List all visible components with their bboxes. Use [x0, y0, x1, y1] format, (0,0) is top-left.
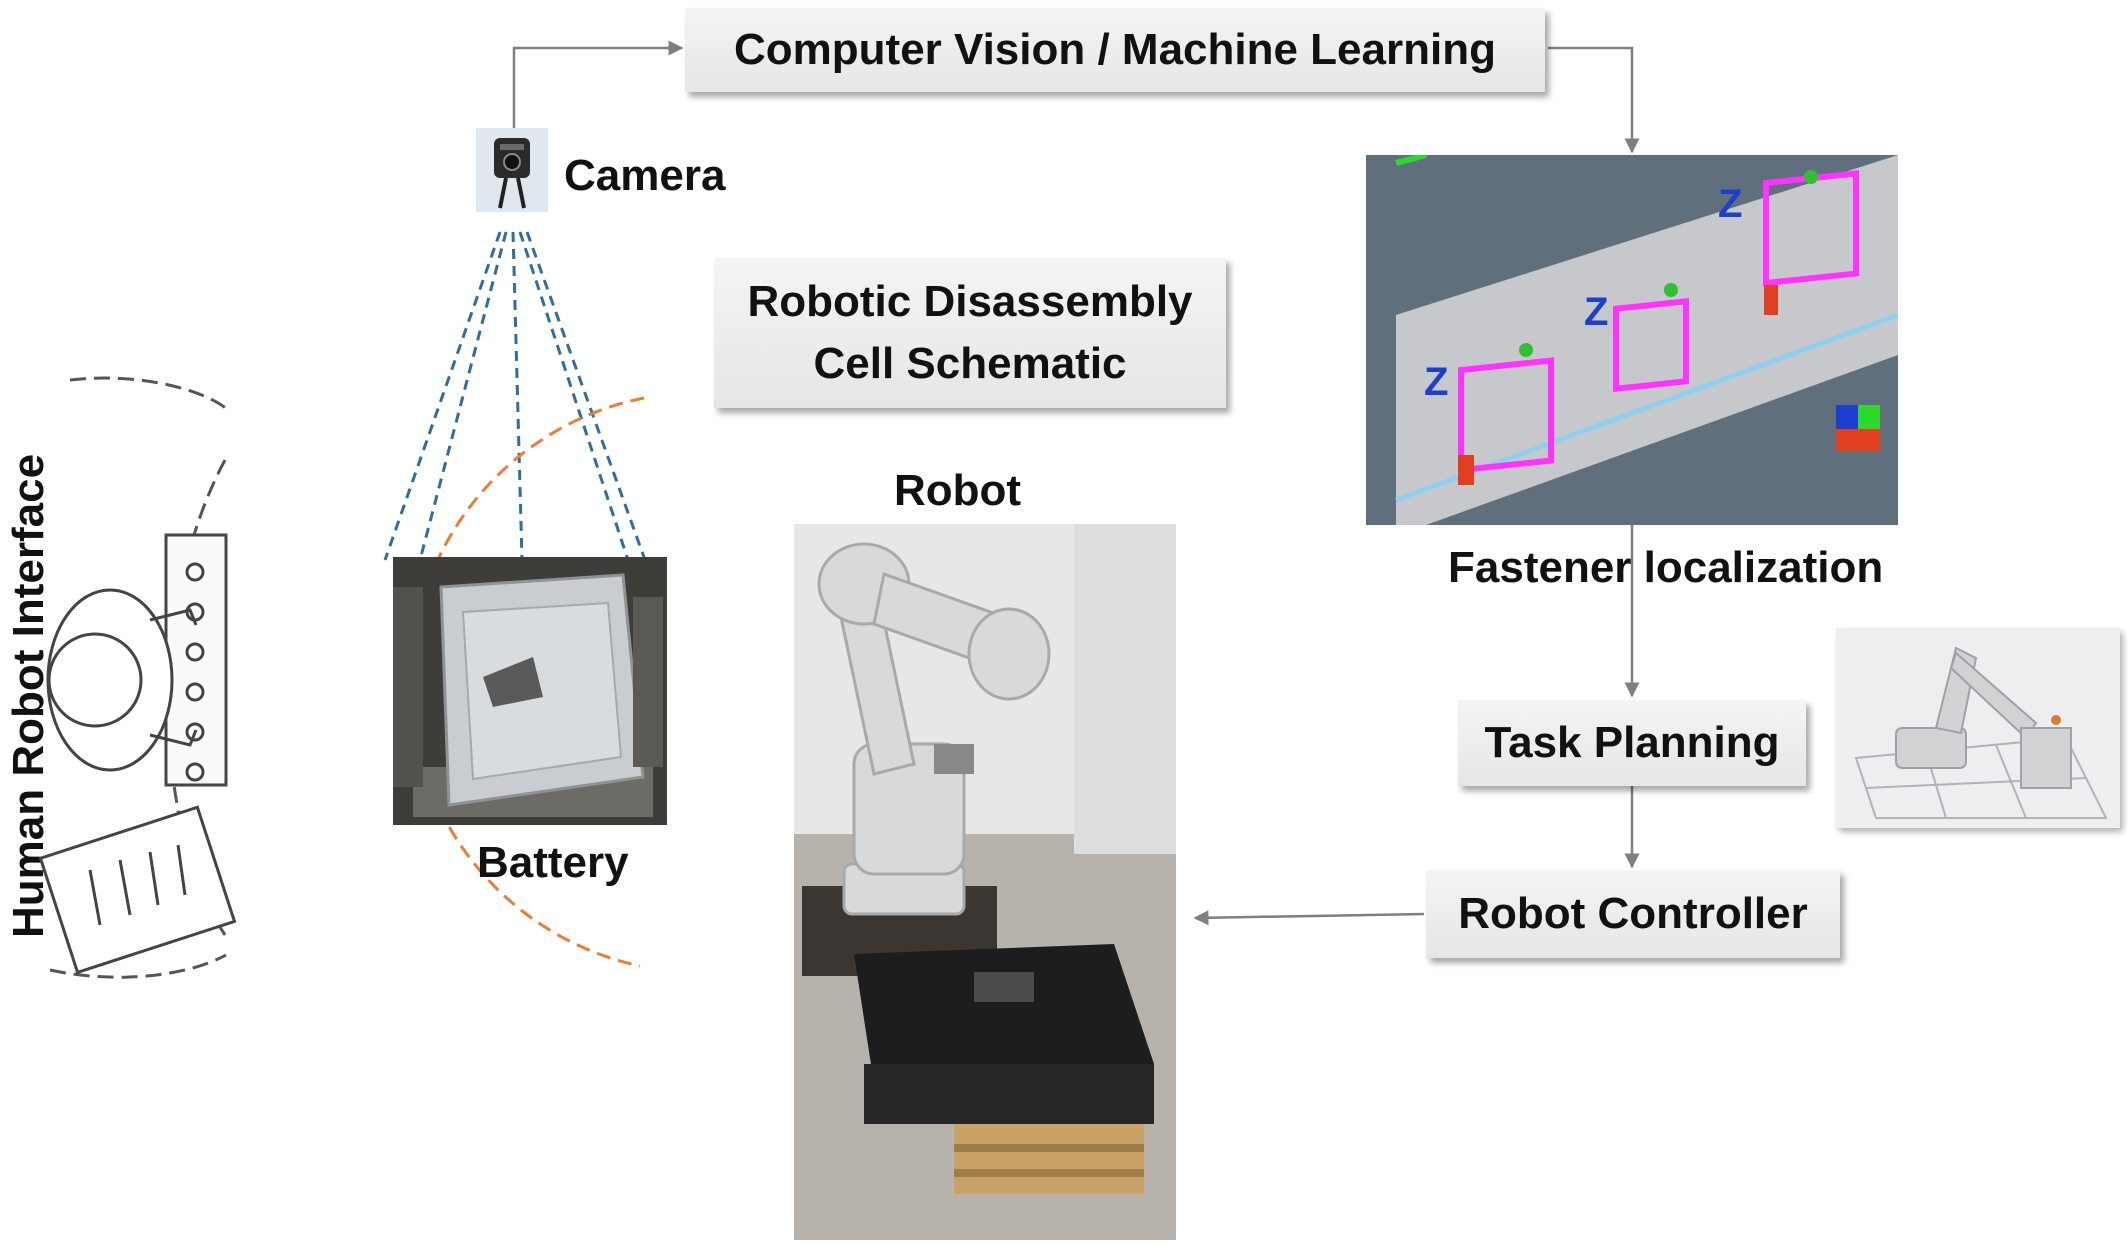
cv-ml-box: Computer Vision / Machine Learning: [685, 8, 1545, 92]
task-planning-label: Task Planning: [1484, 718, 1780, 767]
robot-controller-box: Robot Controller: [1426, 870, 1840, 958]
battery-label: Battery: [477, 838, 629, 887]
task-planning-box: Task Planning: [1458, 700, 1806, 786]
camera-icon: [476, 128, 548, 212]
cv-ml-label: Computer Vision / Machine Learning: [734, 25, 1496, 74]
controller-to-robot-arrow: [1193, 910, 1425, 926]
camera-view-rays: [383, 231, 647, 561]
fastener-label: Fastener localization: [1448, 543, 1884, 592]
schematic-title-line2: Cell Schematic: [813, 339, 1127, 388]
z-axis-mark-1: Z: [1424, 360, 1448, 404]
schematic-title-box: Robotic Disassembly Cell Schematic: [714, 258, 1226, 408]
camera-to-cv-arrow: [512, 40, 684, 130]
camera-label: Camera: [564, 151, 726, 200]
cv-to-fastener-arrow: [1548, 46, 1640, 154]
hri-outer-arc: [69, 376, 229, 412]
battery-photo: [393, 557, 667, 825]
z-axis-mark-2: Z: [1584, 290, 1608, 334]
simulation-thumbnail: [1836, 628, 2120, 828]
robot-label: Robot: [894, 466, 1022, 515]
robot-photo: [794, 524, 1176, 1240]
robot-controller-label: Robot Controller: [1458, 889, 1808, 938]
z-axis-mark-3: Z: [1718, 182, 1742, 226]
hri-label: Human Robot Interface: [4, 453, 53, 938]
fastener-localization-image: Z Z Z: [1366, 155, 1898, 525]
schematic-title-line1: Robotic Disassembly: [747, 277, 1193, 326]
hri-inner-arc: [167, 459, 227, 936]
hri-bottom-arc: [49, 953, 227, 979]
